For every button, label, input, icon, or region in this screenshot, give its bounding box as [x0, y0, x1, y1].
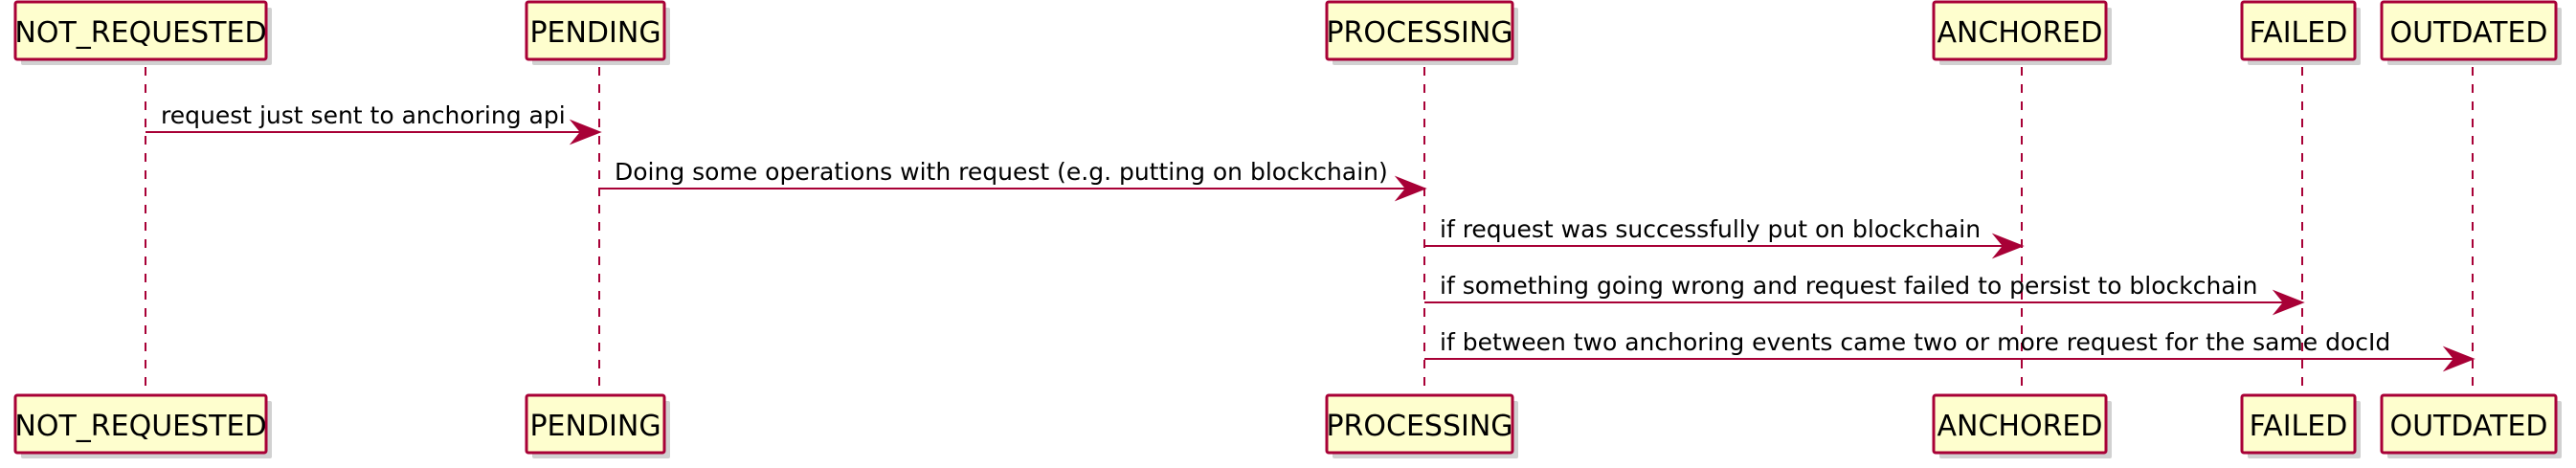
participant-top-not-requested: NOT_REQUESTED: [13, 0, 272, 65]
participant-label: PROCESSING: [1326, 16, 1512, 50]
participant-bottom-anchored: ANCHORED: [1932, 393, 2112, 458]
participant-label: FAILED: [2250, 16, 2348, 50]
participant-label: PENDING: [529, 410, 661, 443]
participant-bottom-failed: FAILED: [2240, 393, 2361, 458]
message-label: request just sent to anchoring api: [161, 101, 566, 129]
message-4: if something going wrong and request fai…: [1424, 272, 2305, 316]
participant-label: ANCHORED: [1938, 410, 2103, 443]
participant-top-processing: PROCESSING: [1325, 0, 1518, 65]
participant-label: NOT_REQUESTED: [14, 410, 266, 443]
participant-bottom-pending: PENDING: [525, 393, 670, 458]
participant-top-pending: PENDING: [525, 0, 670, 65]
participant-bottom-outdated: OUTDATED: [2380, 393, 2562, 458]
message-1: request just sent to anchoring api: [146, 101, 602, 145]
message-2: Doing some operations with request (e.g.…: [599, 158, 1427, 202]
participant-label: NOT_REQUESTED: [14, 16, 266, 50]
message-label: if something going wrong and request fai…: [1440, 272, 2257, 300]
participant-top-outdated: OUTDATED: [2380, 0, 2562, 65]
participant-top-anchored: ANCHORED: [1932, 0, 2112, 65]
participant-label: FAILED: [2250, 410, 2348, 443]
participant-label: OUTDATED: [2389, 16, 2547, 50]
participant-label: OUTDATED: [2389, 410, 2547, 443]
message-3: if request was successfully put on block…: [1424, 215, 2025, 259]
participant-label: PENDING: [529, 16, 661, 50]
participant-label: ANCHORED: [1938, 16, 2103, 50]
message-label: Doing some operations with request (e.g.…: [615, 158, 1388, 186]
message-label: if request was successfully put on block…: [1440, 215, 1981, 243]
message-5: if between two anchoring events came two…: [1424, 328, 2475, 372]
participant-top-failed: FAILED: [2240, 0, 2361, 65]
participant-bottom-not-requested: NOT_REQUESTED: [13, 393, 272, 458]
message-label: if between two anchoring events came two…: [1440, 328, 2390, 356]
participant-bottom-processing: PROCESSING: [1325, 393, 1518, 458]
participant-label: PROCESSING: [1326, 410, 1512, 443]
